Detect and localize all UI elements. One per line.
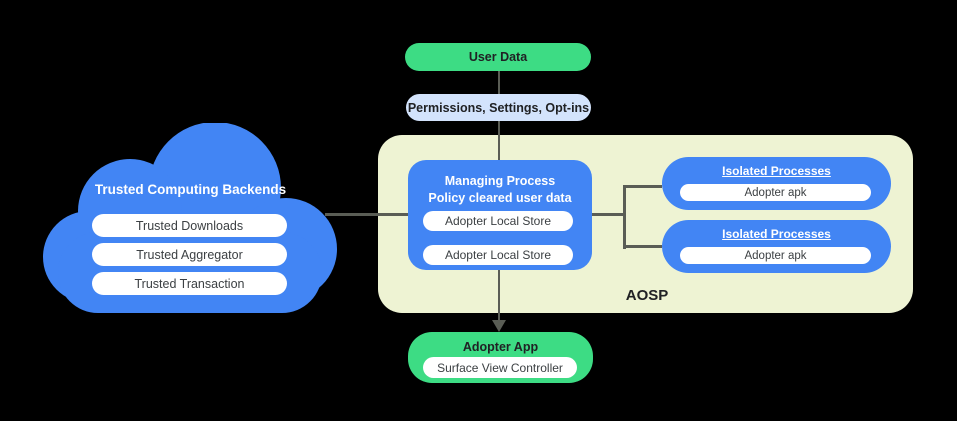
connector-permissions-managing xyxy=(498,121,500,162)
cloud-item-trusted-transaction: Trusted Transaction xyxy=(92,272,287,295)
adopter-apk-label: Adopter apk xyxy=(744,249,807,262)
connector-branch-vertical xyxy=(623,185,626,249)
isolated-process-node: Isolated Processes Adopter apk xyxy=(662,157,891,210)
adopter-app-node: Adopter App Surface View Controller xyxy=(408,332,593,383)
cloud-item-label: Trusted Transaction xyxy=(134,276,245,291)
connector-managing-adopterapp xyxy=(498,270,500,322)
adopter-app-title: Adopter App xyxy=(462,340,539,354)
cloud-item-label: Trusted Downloads xyxy=(135,218,244,233)
managing-title-line2: Policy cleared user data xyxy=(428,190,572,205)
connector-branch-top xyxy=(623,185,662,188)
isolated-process-title: Isolated Processes xyxy=(722,227,831,241)
cloud-title: Trusted Computing Backends xyxy=(94,182,287,197)
adopter-apk-pill: Adopter apk xyxy=(680,184,871,201)
isolated-process-title: Isolated Processes xyxy=(722,164,831,178)
connector-cloud-managing xyxy=(325,213,411,216)
adopter-local-store-pill: Adopter Local Store xyxy=(423,245,573,265)
user-data-label: User Data xyxy=(468,50,528,64)
connector-managing-branch xyxy=(590,213,626,216)
permissions-label: Permissions, Settings, Opt-ins xyxy=(407,100,590,115)
managing-process-node: Managing Process Policy cleared user dat… xyxy=(408,160,592,270)
adopter-local-store-label: Adopter Local Store xyxy=(444,248,552,262)
surface-view-controller-label: Surface View Controller xyxy=(437,360,563,375)
aosp-label: AOSP xyxy=(625,287,669,304)
permissions-node: Permissions, Settings, Opt-ins xyxy=(406,94,591,121)
cloud-item-label: Trusted Aggregator xyxy=(136,247,243,262)
adopter-local-store-label: Adopter Local Store xyxy=(444,214,552,228)
cloud-item-trusted-aggregator: Trusted Aggregator xyxy=(92,243,287,266)
isolated-process-node: Isolated Processes Adopter apk xyxy=(662,220,891,273)
cloud-item-trusted-downloads: Trusted Downloads xyxy=(92,214,287,237)
managing-title-line1: Managing Process xyxy=(444,174,556,188)
connector-branch-bottom xyxy=(623,245,662,248)
managing-process-title: Managing Process Policy cleared user dat… xyxy=(408,173,592,207)
arrow-down-icon xyxy=(492,320,506,332)
adopter-apk-pill: Adopter apk xyxy=(680,247,871,264)
adopter-apk-label: Adopter apk xyxy=(744,186,807,199)
adopter-local-store-pill: Adopter Local Store xyxy=(423,211,573,231)
connector-userdata-permissions xyxy=(498,71,500,95)
user-data-node: User Data xyxy=(405,43,591,71)
surface-view-controller-pill: Surface View Controller xyxy=(423,357,577,378)
